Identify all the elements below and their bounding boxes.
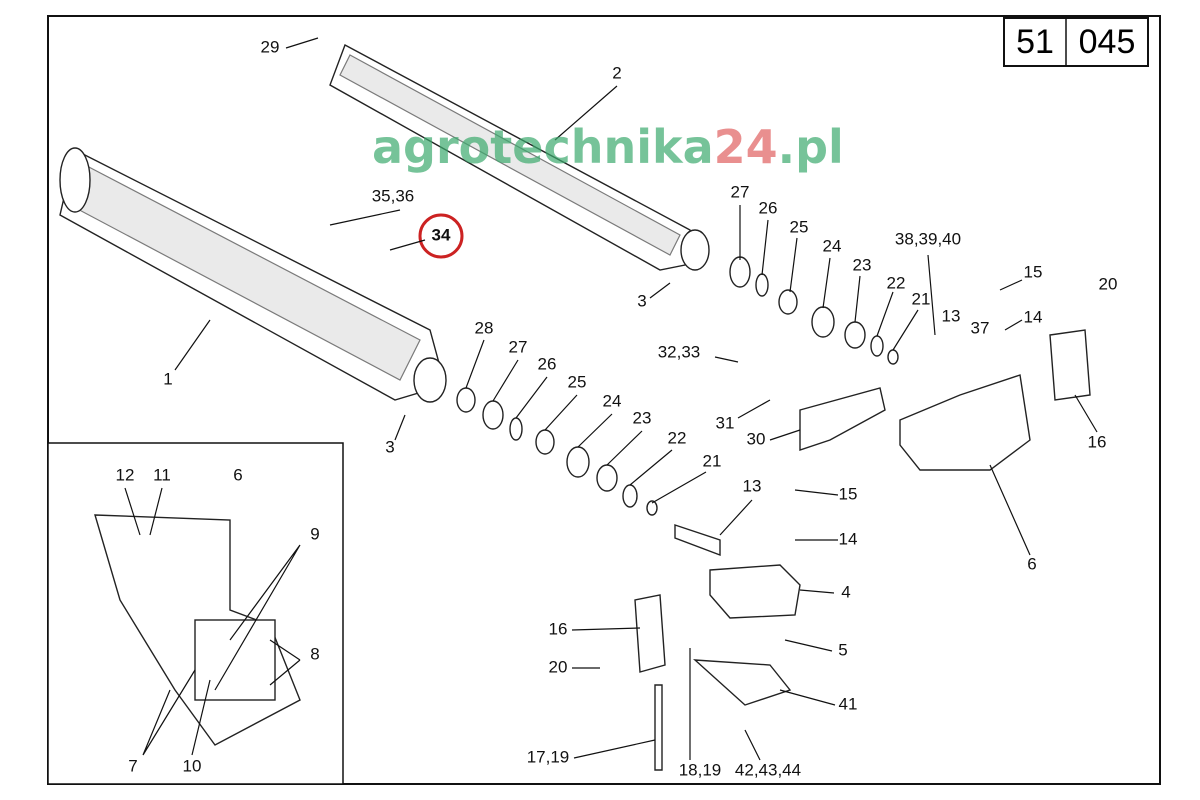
label-28: 28: [475, 318, 494, 337]
inset-label-8: 8: [310, 644, 319, 663]
inset-label-6: 6: [233, 465, 242, 484]
leader-lines: [124, 37, 1098, 761]
label-29: 29: [261, 37, 280, 56]
label-30: 30: [747, 429, 766, 448]
label-16: 16: [549, 619, 568, 638]
bearing-stack-lower: [456, 387, 658, 516]
label-38-39-40: 38,39,40: [895, 229, 961, 248]
watermark-main: agrotechnika: [372, 120, 714, 174]
label-15: 15: [1024, 262, 1043, 281]
housing-6: [899, 374, 1031, 471]
label-25: 25: [790, 217, 809, 236]
label-2: 2: [612, 63, 621, 82]
label-18-19: 18,19: [679, 760, 722, 779]
page-number-left: 51: [1016, 23, 1054, 61]
pin-13: [674, 524, 721, 557]
label-26: 26: [759, 198, 778, 217]
label-14: 14: [839, 529, 858, 548]
label-21: 21: [912, 289, 931, 308]
label-41: 41: [839, 694, 858, 713]
label-6: 6: [1027, 554, 1036, 573]
inset-label-10: 10: [183, 756, 202, 775]
highlight-circle: [418, 213, 464, 259]
label-37: 37: [971, 318, 990, 337]
watermark-suffix: .pl: [778, 120, 844, 174]
inset-plate: [194, 619, 276, 701]
inset-label-9: 9: [310, 524, 319, 543]
label-22: 22: [668, 428, 687, 447]
label-25: 25: [568, 372, 587, 391]
label-32-33: 32,33: [658, 342, 701, 361]
label-13: 13: [743, 476, 762, 495]
inset-label-12: 12: [116, 465, 135, 484]
plate-16-upper: [1049, 329, 1091, 401]
label-23: 23: [633, 408, 652, 427]
label-42-43-44: 42,43,44: [735, 760, 801, 779]
label-13: 13: [942, 306, 961, 325]
label-4: 4: [841, 582, 850, 601]
bolt-17: [654, 684, 663, 771]
label-20: 20: [549, 657, 568, 676]
page-number-right: 045: [1079, 23, 1136, 61]
label-5: 5: [838, 640, 847, 659]
roller-1: [59, 147, 447, 403]
inset-label-11: 11: [153, 465, 171, 484]
roller-2: [329, 44, 710, 271]
label-24: 24: [603, 391, 622, 410]
scraper-30: [799, 387, 886, 451]
label-15: 15: [839, 484, 858, 503]
page-border: [47, 15, 1161, 785]
label-14: 14: [1024, 307, 1043, 326]
label-35-36: 35,36: [372, 186, 415, 205]
watermark: agrotechnika24.pl: [372, 120, 844, 174]
label-1: 1: [163, 369, 172, 388]
label-23: 23: [853, 255, 872, 274]
label-21: 21: [703, 451, 722, 470]
label-16: 16: [1088, 432, 1107, 451]
label-20: 20: [1099, 274, 1118, 293]
plate-41: [693, 659, 792, 706]
label-3: 3: [385, 437, 394, 456]
label-31: 31: [716, 413, 735, 432]
label-3: 3: [637, 291, 646, 310]
inset-label-7: 7: [128, 756, 137, 775]
callout-labels: 29 2 1 35,36 34 3 3 27 26 25 24 23 22 21…: [116, 37, 1118, 779]
page-number-box: 51 045: [1003, 17, 1149, 67]
label-26: 26: [538, 354, 557, 373]
label-27: 27: [731, 182, 750, 201]
plate-16-lower: [634, 594, 666, 673]
label-34-highlighted: 34: [432, 225, 451, 244]
label-27: 27: [509, 337, 528, 356]
bearing-stack-upper: [729, 256, 899, 365]
bracket-4: [709, 564, 801, 619]
watermark-number: 24: [714, 120, 778, 174]
label-22: 22: [887, 273, 906, 292]
label-17-19: 17,19: [527, 747, 570, 766]
label-24: 24: [823, 236, 842, 255]
